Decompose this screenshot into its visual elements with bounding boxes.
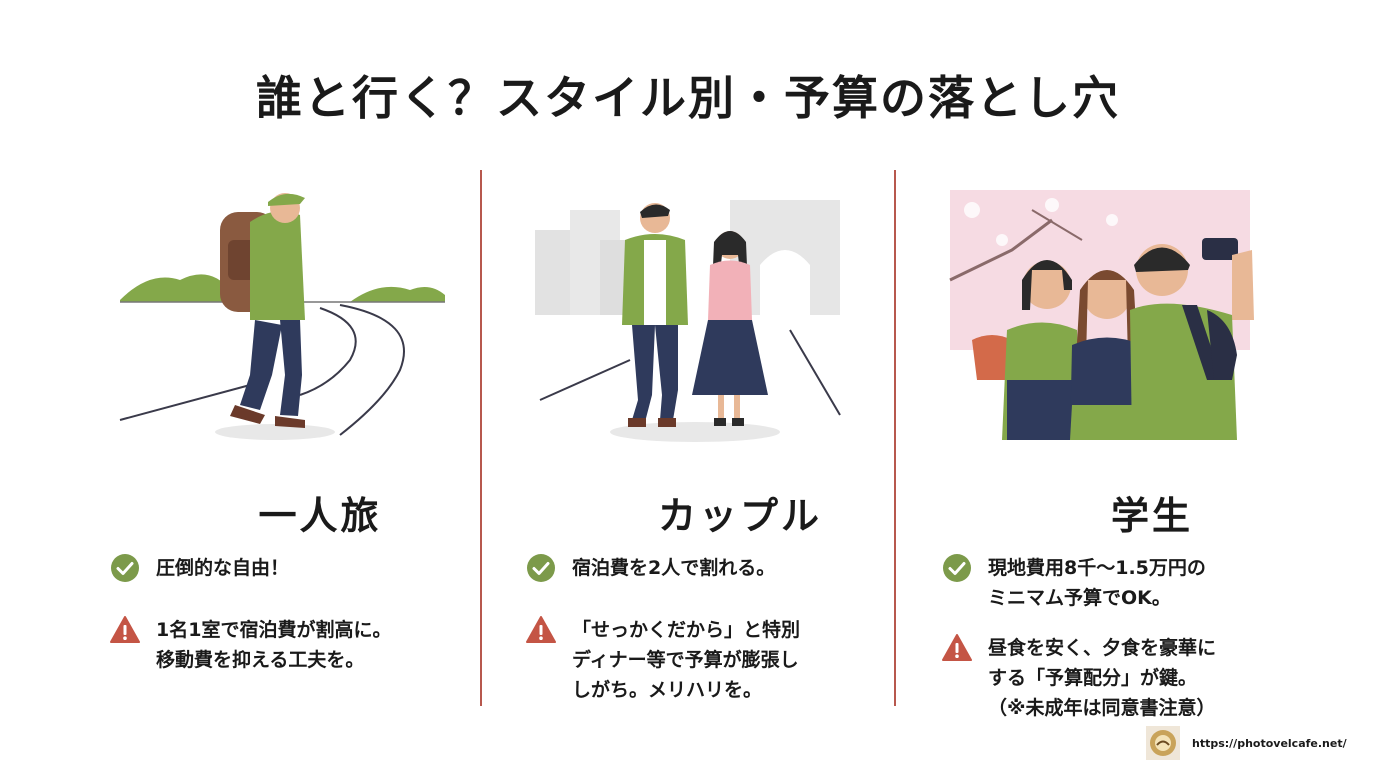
site-url-link[interactable]: https://photovelcafe.net/ [1192,736,1347,750]
site-logo-icon [1146,726,1180,760]
student-column: 学生 現地費用8千〜1.5万円の ミニマム予算でOK。 昼食を安く、夕食を豪華に… [932,180,1372,740]
solo-travel-heading: 一人旅 [258,493,382,538]
student-group-selfie-illustration [949,190,1254,440]
check-circle-icon [943,554,971,582]
couple-con-text: 「せっかくだから」と特別 ディナー等で予算が膨張し しがち。メリハリを。 [572,619,801,701]
solo-con-point: 1名1室で宿泊費が割高に。 移動費を抑える工夫を。 [110,615,391,675]
solo-pro-point: 圧倒的な自由！ [110,553,289,583]
student-con-point: 昼食を安く、夕食を豪華に する「予算配分」が鍵。 （※未成年は同意書注意） [942,633,1216,723]
student-heading: 学生 [1110,493,1193,538]
solo-travel-column: 一人旅 圧倒的な自由！ 1名1室で宿泊費が割高に。 移動費を抑える工夫を。 [100,180,540,740]
couple-walking-illustration [535,200,841,442]
warning-triangle-icon [942,634,972,661]
student-pro-text: 現地費用8千〜1.5万円の ミニマム予算でOK。 [988,557,1206,609]
check-circle-icon [527,554,555,582]
solo-con-text: 1名1室で宿泊費が割高に。 移動費を抑える工夫を。 [156,619,392,671]
column-divider-left [480,170,482,706]
student-pro-point: 現地費用8千〜1.5万円の ミニマム予算でOK。 [942,553,1206,613]
check-circle-icon [111,554,139,582]
warning-triangle-icon [110,616,140,643]
solo-backpacker-illustration [119,193,445,440]
site-credit: https://photovelcafe.net/ [1146,726,1347,760]
column-divider-right [894,170,896,706]
solo-pro-text: 圧倒的な自由！ [156,557,290,579]
couple-pro-text: 宿泊費を2人で割れる。 [572,557,776,579]
warning-triangle-icon [526,616,556,643]
couple-column: カップル 宿泊費を2人で割れる。 「せっかくだから」と特別 ディナー等で予算が膨… [520,180,960,740]
student-con-text: 昼食を安く、夕食を豪華に する「予算配分」が鍵。 （※未成年は同意書注意） [988,637,1217,719]
couple-heading: カップル [657,493,822,538]
couple-pro-point: 宿泊費を2人で割れる。 [526,553,775,583]
couple-con-point: 「せっかくだから」と特別 ディナー等で予算が膨張し しがち。メリハリを。 [526,615,800,705]
page-title: 誰と行く？スタイル別・予算の落とし穴 [256,71,1120,125]
